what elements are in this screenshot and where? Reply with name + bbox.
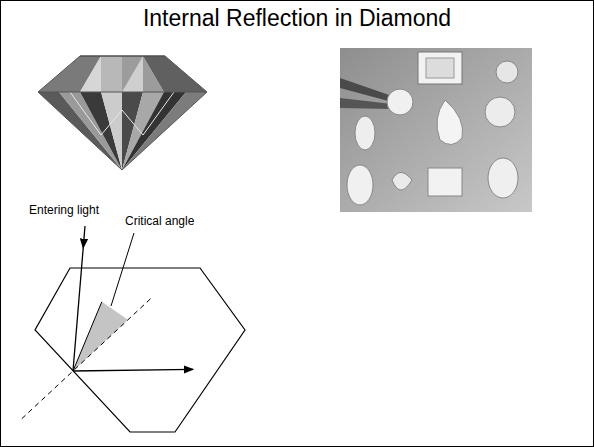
entering-ray [83, 226, 85, 248]
diamond-drawing [38, 56, 207, 170]
normal-line [22, 296, 154, 419]
entering-ray [73, 248, 83, 371]
reflection-diagram [22, 226, 245, 432]
diamond-outline [35, 268, 245, 432]
slide-title: Internal Reflection in Diamond [0, 5, 594, 32]
critical-angle-wedge [73, 302, 128, 371]
diamond-photo [340, 48, 532, 212]
leader-line [111, 233, 134, 306]
callout-label: Critical angle [124, 214, 195, 228]
callout-label: Entering light [28, 203, 100, 217]
reflected-ray [73, 369, 193, 371]
